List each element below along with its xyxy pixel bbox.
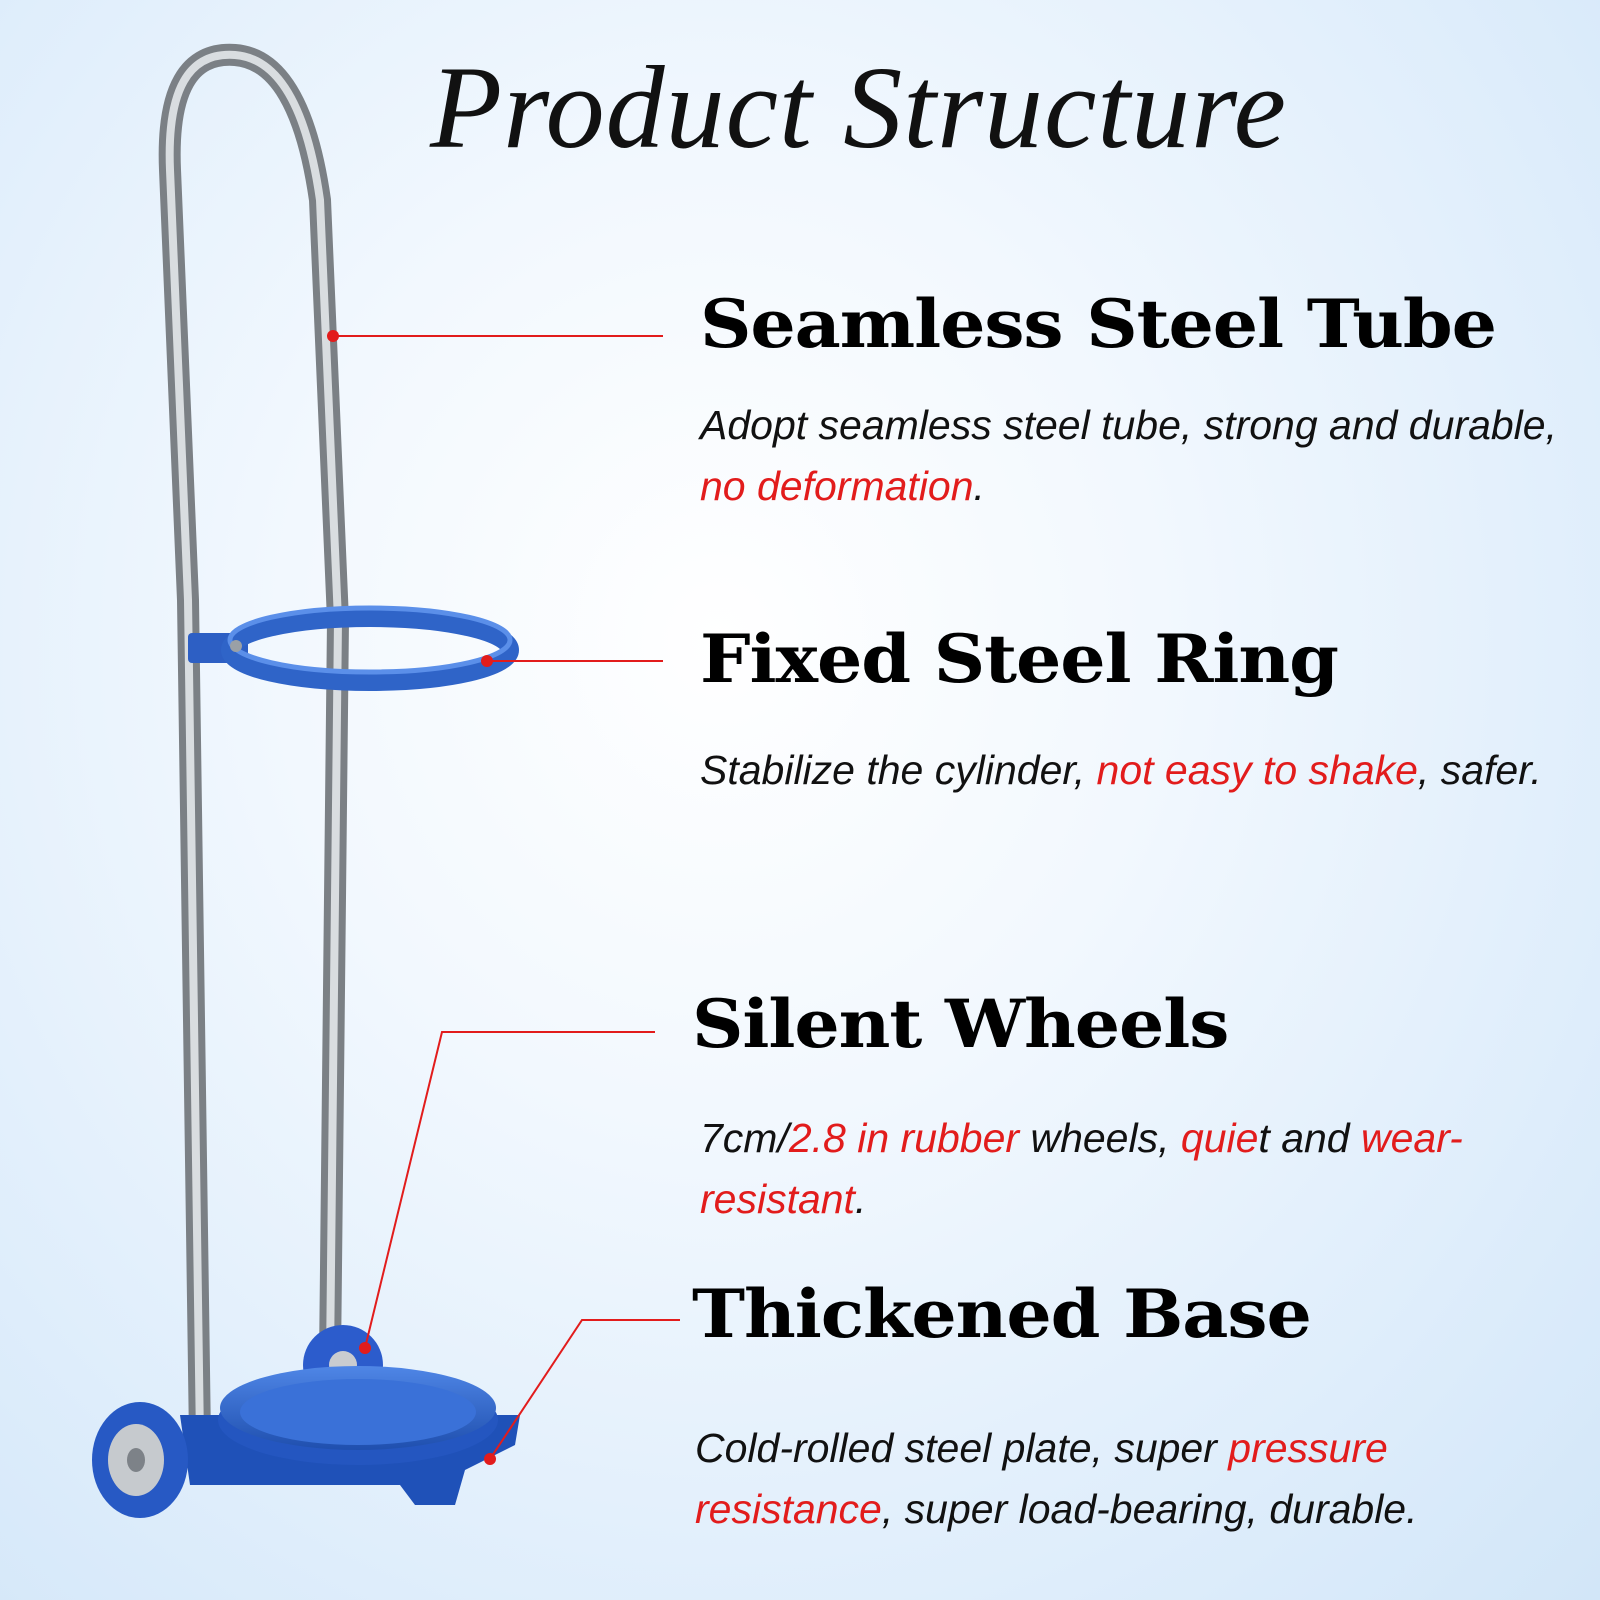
feature-desc-seamless-steel-tube: Adopt seamless steel tube, strong and du… xyxy=(700,395,1600,517)
feature-desc-fixed-steel-ring: Stabilize the cylinder, not easy to shak… xyxy=(700,740,1600,801)
callout-thickened-base xyxy=(484,1319,680,1465)
feature-heading-fixed-steel-ring: Fixed Steel Ring xyxy=(700,620,1339,698)
desc-text: Adopt seamless steel tube, strong and du… xyxy=(700,402,1557,448)
highlight-text: pressure resistance xyxy=(695,1425,1388,1532)
fixed-steel-ring xyxy=(188,605,519,691)
callout-fixed-steel-ring xyxy=(481,655,663,667)
feature-desc-silent-wheels: 7cm/2.8 in rubber wheels, quiet and wear… xyxy=(700,1108,1600,1230)
front-wheel xyxy=(92,1402,188,1518)
desc-text: Stabilize the cylinder, xyxy=(700,747,1097,793)
page-title: Product Structure xyxy=(430,42,1288,173)
highlight-text: not easy to shake xyxy=(1096,747,1418,793)
highlight-text: 2.8 in rubber xyxy=(788,1115,1020,1161)
feature-desc-thickened-base: Cold-rolled steel plate, super pressure … xyxy=(695,1418,1595,1540)
desc-text: 7cm/ xyxy=(700,1115,789,1161)
steel-tube-handle xyxy=(158,43,350,1451)
desc-text: , super load-bearing, durable. xyxy=(881,1486,1418,1532)
feature-heading-thickened-base: Thickened Base xyxy=(692,1275,1312,1353)
callout-silent-wheels xyxy=(359,1031,655,1354)
highlight-text: no deformation xyxy=(700,463,974,509)
desc-text: . xyxy=(854,1176,867,1222)
highlight-text: quie xyxy=(1180,1115,1259,1161)
desc-text: . xyxy=(973,463,985,509)
feature-heading-silent-wheels: Silent Wheels xyxy=(692,985,1229,1063)
callout-seamless-steel-tube xyxy=(327,330,663,342)
highlight-text: wear-resistant xyxy=(700,1115,1463,1222)
feature-heading-seamless-steel-tube: Seamless Steel Tube xyxy=(700,285,1497,363)
desc-text: Cold-rolled steel plate, super xyxy=(695,1425,1229,1471)
desc-text: , safer. xyxy=(1417,747,1542,793)
thickened-base xyxy=(180,1366,520,1505)
desc-text: t and xyxy=(1258,1115,1361,1161)
desc-text: wheels, xyxy=(1019,1115,1181,1161)
